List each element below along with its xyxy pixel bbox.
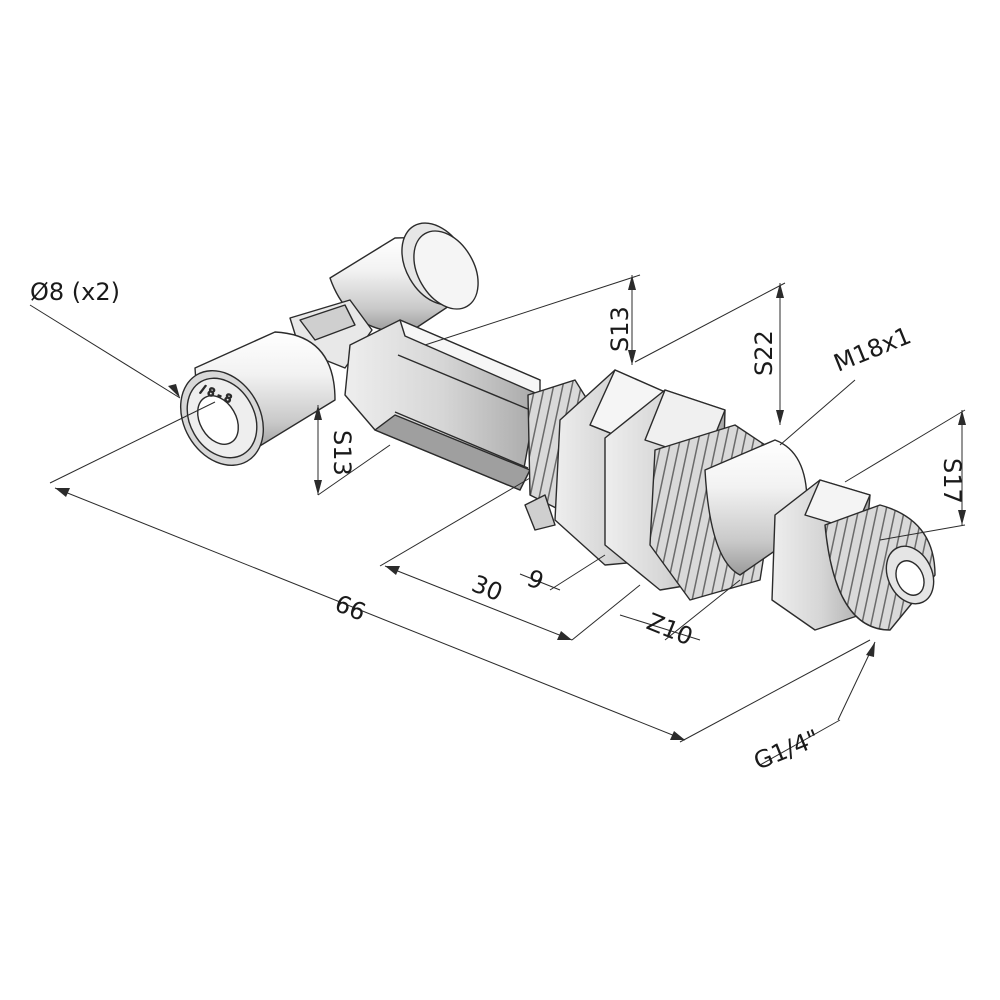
dimension-lines — [29, 274, 966, 766]
label-s13-side: S13 — [328, 430, 356, 476]
left-push-in-collet: / 8 - 8 — [179, 331, 336, 466]
label-m18: M18x1 — [830, 321, 915, 377]
washer — [524, 494, 556, 531]
thread-g14 — [824, 504, 936, 631]
label-99: 99 — [331, 588, 370, 625]
hex-extension — [344, 319, 541, 491]
dimension-arrows — [55, 275, 966, 740]
upper-push-in-collet — [329, 222, 479, 333]
fitting-body: / 8 - 8 — [179, 222, 936, 631]
label-s13-top: S13 — [606, 306, 634, 352]
label-s17: S17 — [938, 458, 966, 504]
label-6: 6 — [524, 563, 549, 595]
label-s22: S22 — [750, 330, 778, 376]
label-tube-diameter: Ø8 (x2) — [30, 278, 120, 306]
label-z10: Z10 — [643, 608, 697, 652]
label-g14: G1/4" — [750, 724, 824, 776]
